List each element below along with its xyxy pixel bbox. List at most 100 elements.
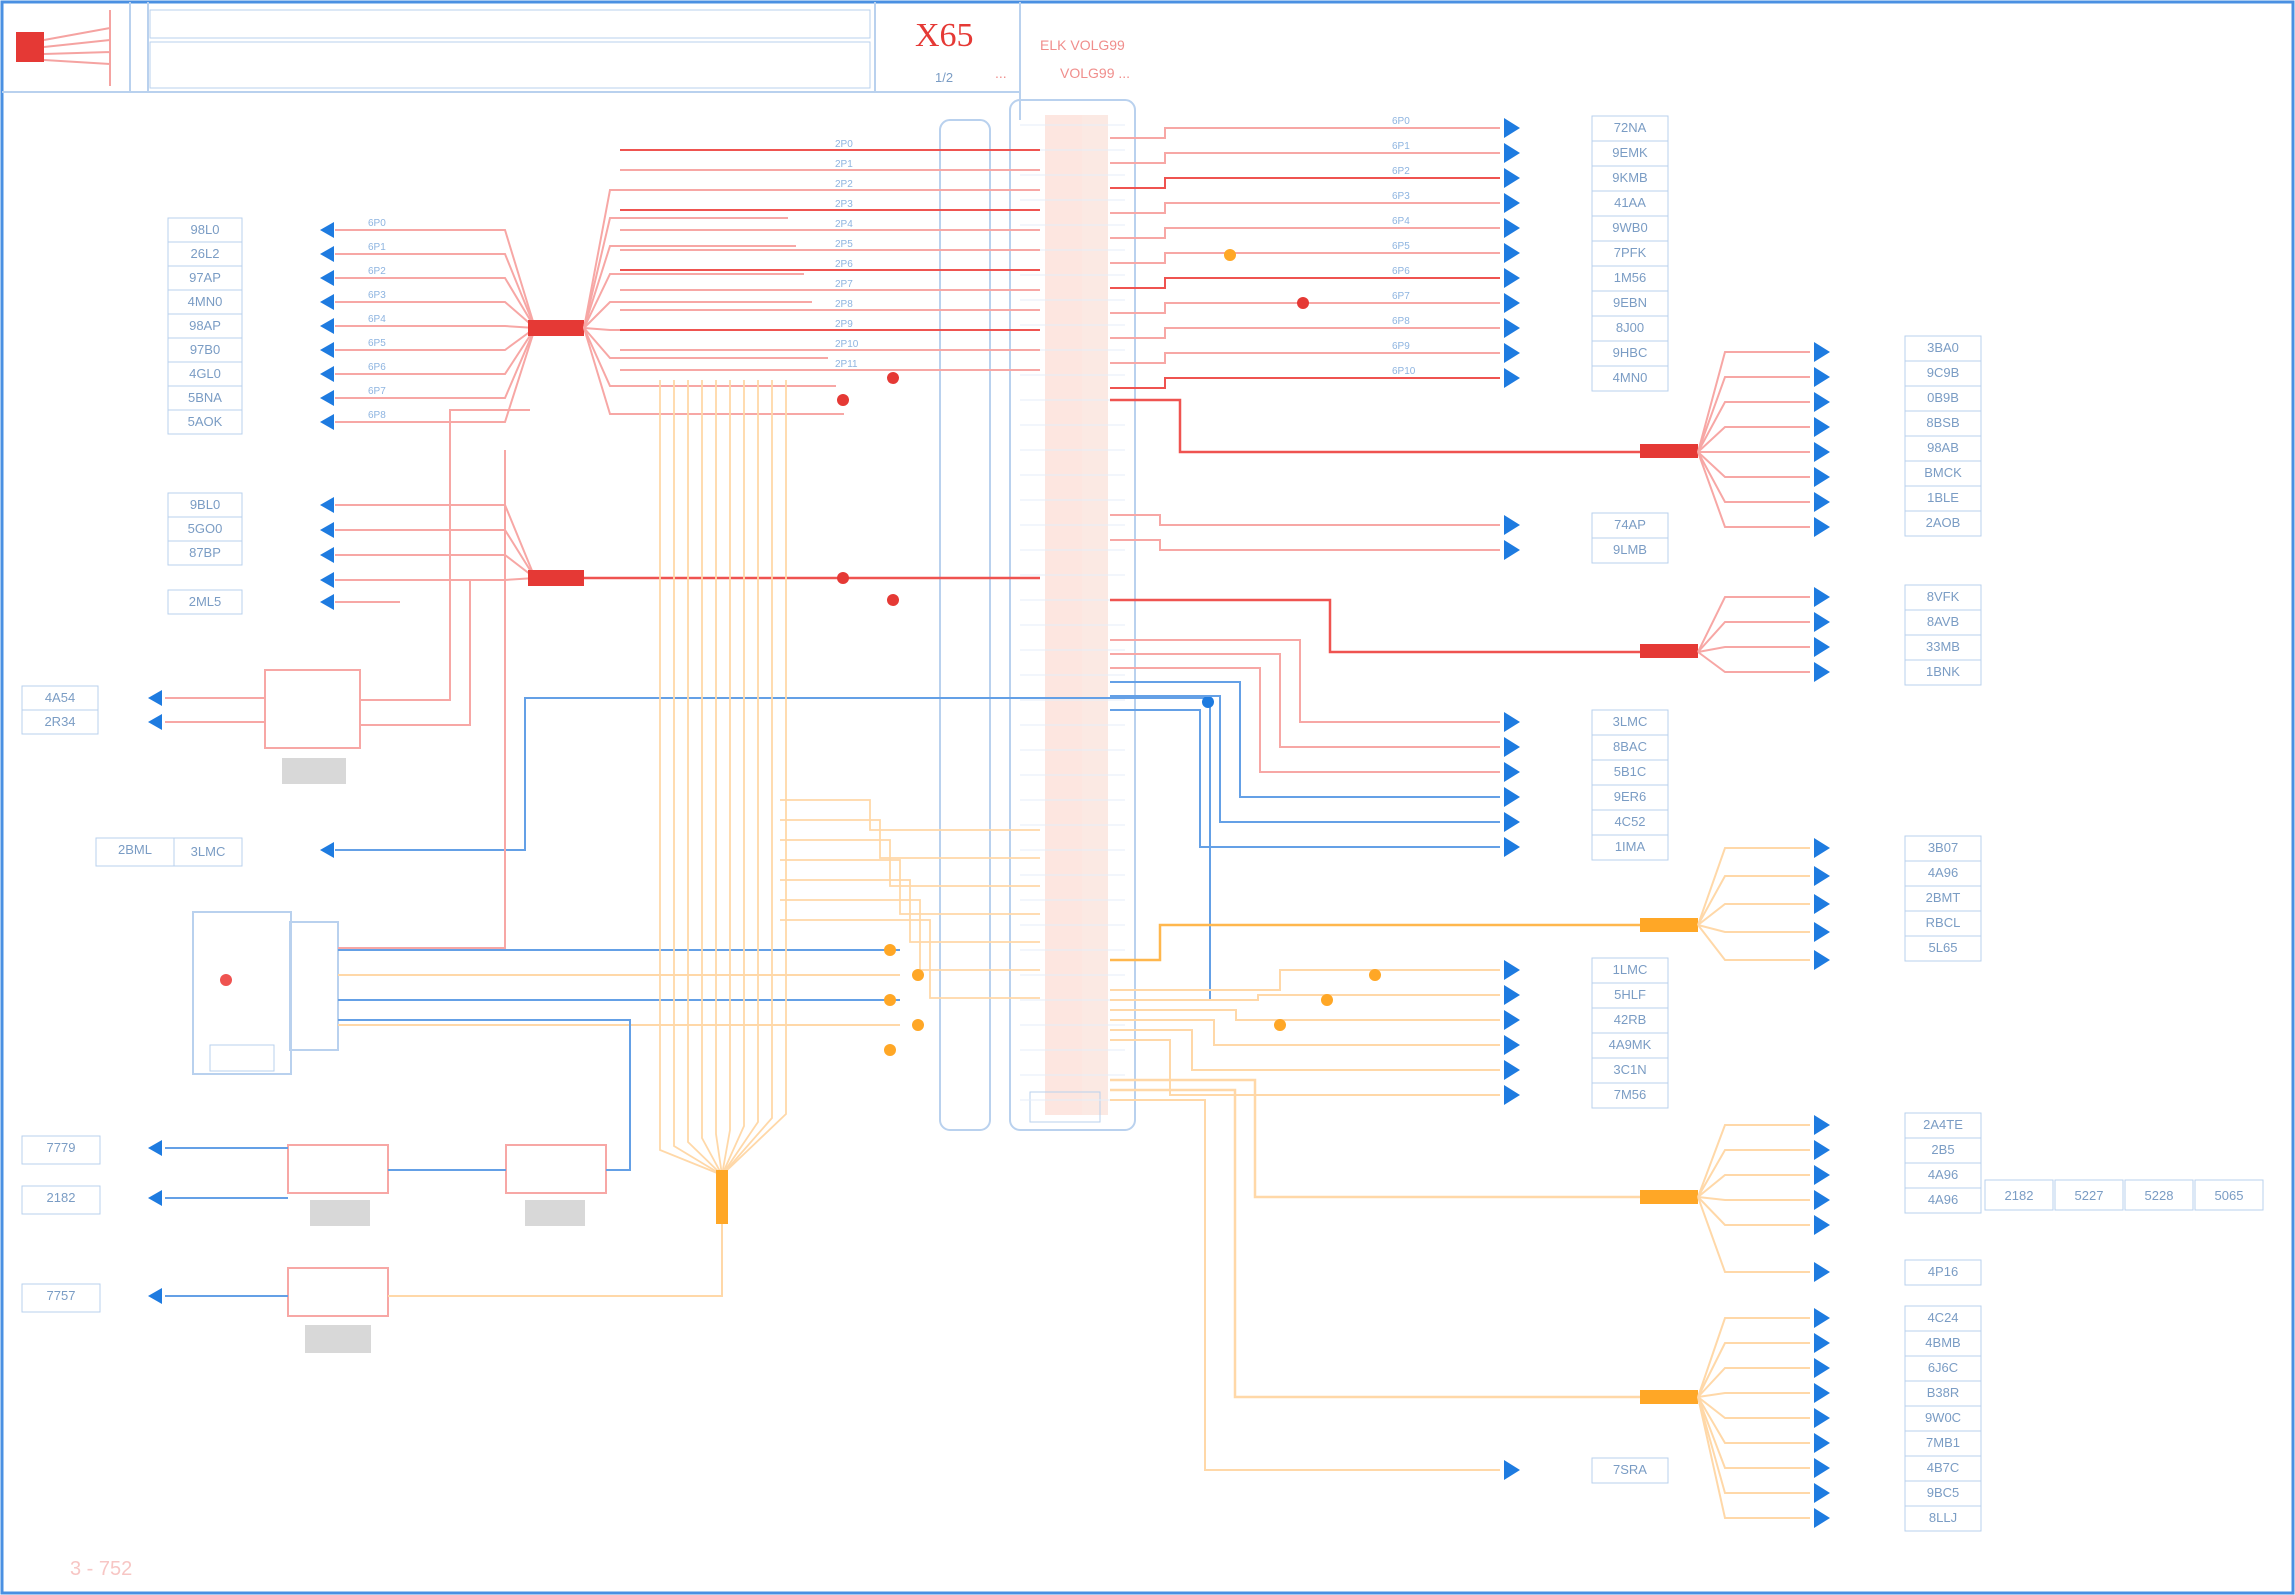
wire-code-box bbox=[1904, 510, 1982, 537]
wire-code-box bbox=[1904, 1259, 1982, 1286]
junction-dot bbox=[1202, 696, 1214, 708]
arrow-left-icon bbox=[320, 390, 334, 406]
wire bbox=[1697, 451, 1810, 478]
wire-code-label: 6J6C bbox=[1928, 1360, 1958, 1375]
wire bbox=[721, 380, 759, 1176]
wire bbox=[780, 899, 1040, 971]
wire-code-label: 3BA0 bbox=[1927, 340, 1959, 355]
wire-code-box bbox=[1904, 835, 1982, 862]
wire-tag: 6P6 bbox=[1392, 266, 1410, 277]
wire-code-label: 3B07 bbox=[1928, 840, 1958, 855]
wire bbox=[1697, 646, 1810, 653]
wire-code-box bbox=[21, 1283, 101, 1313]
arrow-right-icon bbox=[1504, 168, 1520, 188]
wire-code-box bbox=[167, 313, 243, 339]
wire bbox=[701, 380, 723, 1176]
wire-code-label: 7SRA bbox=[1613, 1462, 1647, 1477]
wire-code-box bbox=[1591, 115, 1669, 142]
wire-code-label: 4C52 bbox=[1614, 814, 1645, 829]
wire-code-box bbox=[1904, 485, 1982, 512]
wire bbox=[335, 697, 1211, 1000]
wire-code-box bbox=[1591, 190, 1669, 217]
wire bbox=[1110, 1019, 1500, 1046]
wire-code-box bbox=[1904, 910, 1982, 937]
wire bbox=[1697, 426, 1810, 453]
wire-code-box bbox=[1904, 385, 1982, 412]
bus-tag-box bbox=[2124, 1179, 2194, 1211]
wire-code-box bbox=[167, 540, 243, 566]
wire-tag: 6P4 bbox=[368, 314, 386, 325]
arrow-right-icon bbox=[1814, 1165, 1830, 1185]
wire-code-label: 8BAC bbox=[1613, 739, 1647, 754]
wire-code-box bbox=[1591, 784, 1669, 811]
wire-code-label: 3C1N bbox=[1613, 1062, 1646, 1077]
wire bbox=[360, 580, 471, 726]
wire-code-label: 4A54 bbox=[45, 690, 75, 705]
wire-code-box bbox=[1591, 537, 1669, 564]
arrow-right-icon bbox=[1504, 1035, 1520, 1055]
junction-dot bbox=[1224, 249, 1236, 261]
junction-dot bbox=[837, 394, 849, 406]
wire-code-label: 8AVB bbox=[1927, 614, 1959, 629]
wire bbox=[1697, 847, 1810, 926]
wire-code-box bbox=[21, 709, 99, 735]
wire bbox=[721, 380, 787, 1176]
wire bbox=[1110, 177, 1500, 189]
arrow-right-icon bbox=[1814, 1483, 1830, 1503]
arrow-right-icon bbox=[1504, 737, 1520, 757]
wire-code-label: 33MB bbox=[1926, 639, 1960, 654]
wire-code-box bbox=[1591, 315, 1669, 342]
arrow-left-icon bbox=[320, 318, 334, 334]
wire bbox=[1697, 1396, 1810, 1444]
wire bbox=[1697, 1342, 1810, 1398]
wire bbox=[1110, 539, 1500, 551]
wire bbox=[673, 380, 723, 1176]
wire bbox=[1697, 1317, 1810, 1398]
wire-code-box bbox=[1591, 1457, 1669, 1484]
arrow-left-icon bbox=[320, 572, 334, 588]
left-group-7: 2182 bbox=[21, 1185, 101, 1215]
bus-tag-label: 5065 bbox=[2215, 1188, 2244, 1203]
wire bbox=[583, 327, 844, 415]
arrow-right-icon bbox=[1814, 492, 1830, 512]
relay-tag bbox=[525, 1200, 585, 1226]
wire-code-label: 1BLE bbox=[1927, 490, 1959, 505]
wire-code-label: 9HBC bbox=[1613, 345, 1648, 360]
wire-code-box bbox=[1904, 935, 1982, 962]
wire-code-label: 2A4TE bbox=[1923, 1117, 1963, 1132]
wire-code-box bbox=[1904, 634, 1982, 661]
arrow-right-icon bbox=[1814, 1215, 1830, 1235]
wire bbox=[1110, 202, 1500, 214]
arrow-right-icon bbox=[1504, 540, 1520, 560]
arrow-right-icon bbox=[1814, 467, 1830, 487]
wire-code-box bbox=[1591, 340, 1669, 367]
arrow-right-icon bbox=[1814, 1190, 1830, 1210]
wire-code-label: 0B9B bbox=[1927, 390, 1959, 405]
wire bbox=[1697, 351, 1810, 453]
arrow-right-icon bbox=[1814, 950, 1830, 970]
arrow-right-icon bbox=[1814, 866, 1830, 886]
wire-code-label: 1BNK bbox=[1926, 664, 1960, 679]
wire bbox=[335, 327, 536, 423]
wire-tag: 2P0 bbox=[835, 139, 853, 150]
wire-tag: 6P9 bbox=[1392, 341, 1410, 352]
wire-code-box bbox=[1591, 265, 1669, 292]
splice bbox=[528, 570, 584, 586]
wire bbox=[335, 301, 536, 329]
wire-code-box bbox=[95, 837, 175, 867]
wire-code-label: B38R bbox=[1927, 1385, 1960, 1400]
wire-code-label: 98AP bbox=[189, 318, 221, 333]
wire-code-label: 2182 bbox=[47, 1190, 76, 1205]
wire-code-label: 41AA bbox=[1614, 195, 1646, 210]
module-pins bbox=[289, 921, 339, 1051]
arrow-right-icon bbox=[1814, 922, 1830, 942]
wire-code-label: 7PFK bbox=[1614, 245, 1647, 260]
wire-code-box bbox=[1591, 512, 1669, 539]
wire-tag: 6P6 bbox=[368, 362, 386, 373]
arrow-left-icon bbox=[320, 547, 334, 563]
wire-tag: 6P7 bbox=[1392, 291, 1410, 302]
